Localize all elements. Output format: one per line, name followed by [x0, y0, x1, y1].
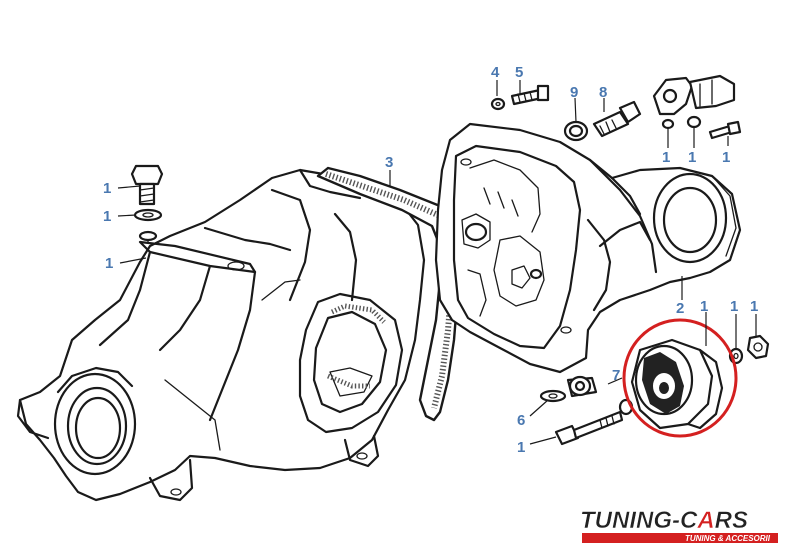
leader-lines — [117, 80, 757, 445]
spacer-and-washer — [539, 375, 598, 403]
logo-text-part3: RS — [715, 507, 748, 534]
callout-2-a: 2 — [676, 300, 684, 317]
callout-1-d: 1 — [103, 180, 111, 197]
callout-7: 7 — [612, 367, 620, 384]
top-washer-bolt — [490, 84, 550, 111]
callout-9: 9 — [570, 84, 578, 101]
logo-tagline-bar — [582, 533, 778, 543]
callout-1-a: 1 — [662, 149, 670, 166]
logo-text-part1: TUNING-C — [580, 507, 698, 534]
callout-labels: 4 5 9 8 1 1 1 3 1 1 1 2 1 1 1 7 6 1 — [103, 64, 758, 456]
oring-and-plug — [563, 100, 642, 142]
callout-1-h: 1 — [730, 298, 738, 315]
washer-and-nut — [728, 334, 770, 365]
tuning-cars-logo: TUNING-CARS TUNING & ACCESORII — [580, 507, 778, 543]
callout-3: 3 — [385, 154, 393, 171]
callout-1-c: 1 — [722, 149, 730, 166]
callout-6: 6 — [517, 412, 525, 429]
differential-housing — [16, 168, 426, 502]
callout-5: 5 — [515, 64, 523, 81]
callout-1-b: 1 — [688, 149, 696, 166]
callout-1-i: 1 — [750, 298, 758, 315]
callout-1-e: 1 — [103, 208, 111, 225]
svg-text:TUNING-CARS: TUNING-CARS — [580, 507, 748, 534]
callout-1-g: 1 — [700, 298, 708, 315]
top-bolt — [130, 164, 164, 247]
callout-8: 8 — [599, 84, 607, 101]
highlight-ring — [622, 318, 738, 438]
callout-1-f: 1 — [105, 255, 113, 272]
rear-cover — [434, 122, 742, 374]
callout-1-j: 1 — [517, 439, 525, 456]
breather-bracket — [652, 74, 742, 140]
logo-tagline: TUNING & ACCESORII — [685, 534, 771, 543]
logo-text-part2: A — [696, 507, 714, 534]
long-bolt — [554, 398, 634, 446]
rubber-bushing — [630, 338, 724, 430]
callout-4: 4 — [491, 64, 500, 81]
